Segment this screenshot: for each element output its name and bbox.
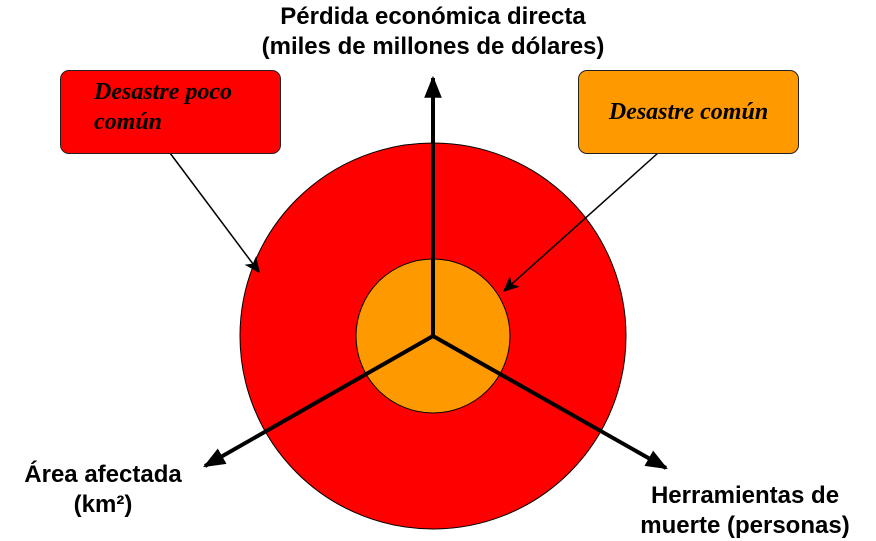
callout-common-disaster: Desastre común — [578, 70, 799, 154]
label-economic-loss-line2: (miles de millones de dólares) — [261, 33, 605, 60]
label-deaths-line1: Herramientas de — [650, 482, 840, 509]
callout-common-disaster-text: Desastre común — [608, 99, 769, 125]
label-economic-loss-line1: Pérdida económica directa — [280, 3, 586, 30]
label-affected-area-line1: Área afectada — [24, 461, 182, 488]
pointer-common-disaster — [502, 152, 659, 293]
label-affected-area: Área afectada (km²) — [0, 460, 206, 520]
label-deaths-line2: muerte (personas) — [640, 512, 850, 539]
pointer-rare-disaster — [169, 152, 260, 274]
callout-rare-disaster: Desastre poco común — [60, 70, 281, 154]
axis-affected-area — [203, 334, 434, 468]
label-deaths: Herramientas de muerte (personas) — [620, 481, 870, 541]
callout-rare-disaster-text: Desastre poco común — [94, 79, 232, 135]
label-economic-loss: Pérdida económica directa (miles de mill… — [200, 2, 666, 62]
label-affected-area-line2: (km²) — [73, 491, 133, 518]
axis-deaths — [432, 334, 668, 470]
